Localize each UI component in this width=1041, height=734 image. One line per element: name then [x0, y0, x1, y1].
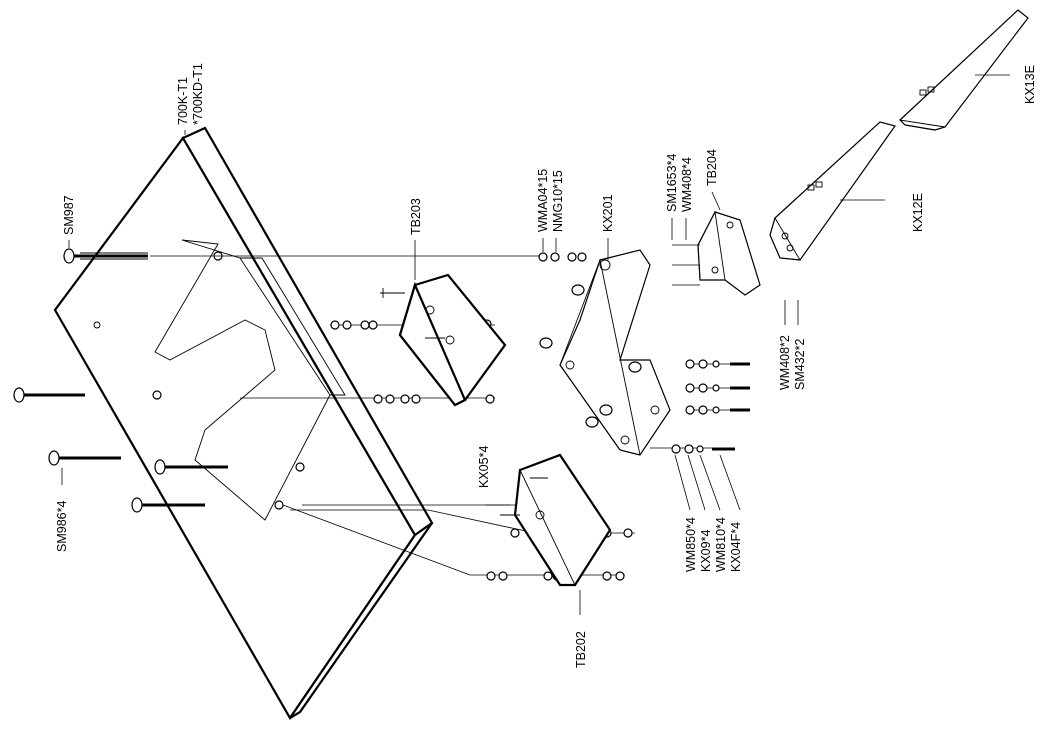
- label-sm986: SM986*4: [55, 501, 69, 552]
- label-wm850: WM850*4: [684, 517, 698, 572]
- label-kx201: KX201: [601, 194, 615, 232]
- label-700kd-t1: *700KD-T1: [191, 63, 205, 125]
- label-700k-t1: 700K-T1: [176, 77, 190, 125]
- label-nmg10: NMG10*15: [551, 170, 565, 232]
- bolt-left-4: [131, 497, 284, 513]
- kx13e-rail: [898, 9, 1029, 131]
- table-top-plate: [53, 126, 434, 721]
- kx12e-rail: [769, 121, 896, 261]
- label-sm432-2: SM432*2: [793, 339, 807, 390]
- label-tb203: TB203: [409, 198, 423, 235]
- tb204-bracket: [672, 210, 761, 296]
- tb202-block: [500, 453, 612, 587]
- label-kx04f: KX04F*4: [729, 522, 743, 572]
- label-wm408-2: WM408*2: [778, 335, 792, 390]
- label-sm1653: SM1653*4: [665, 154, 679, 212]
- label-leaders: [61, 74, 1010, 615]
- label-tb202: TB202: [574, 631, 588, 668]
- tb203-block: [380, 273, 507, 407]
- bolt-left-2: [48, 450, 121, 466]
- kx201-bracket: [539, 249, 671, 456]
- label-kx12e: KX12E: [911, 193, 925, 232]
- label-wm408-top: WM408*4: [680, 157, 694, 212]
- part-labels: 700K-T1 *700KD-T1 SM987 TB203 WMA04*15 N…: [55, 63, 1037, 668]
- label-kx13e: KX13E: [1023, 65, 1037, 104]
- label-wma04: WMA04*15: [536, 169, 550, 232]
- bolt-left-1: [13, 387, 162, 403]
- label-kx09: KX09*4: [699, 530, 713, 572]
- label-sm987: SM987: [62, 195, 76, 235]
- bolt-left-3: [154, 459, 305, 475]
- label-tb204: TB204: [705, 149, 719, 186]
- label-kx05: KX05*4: [477, 446, 491, 488]
- label-wm810: WM810*4: [714, 517, 728, 572]
